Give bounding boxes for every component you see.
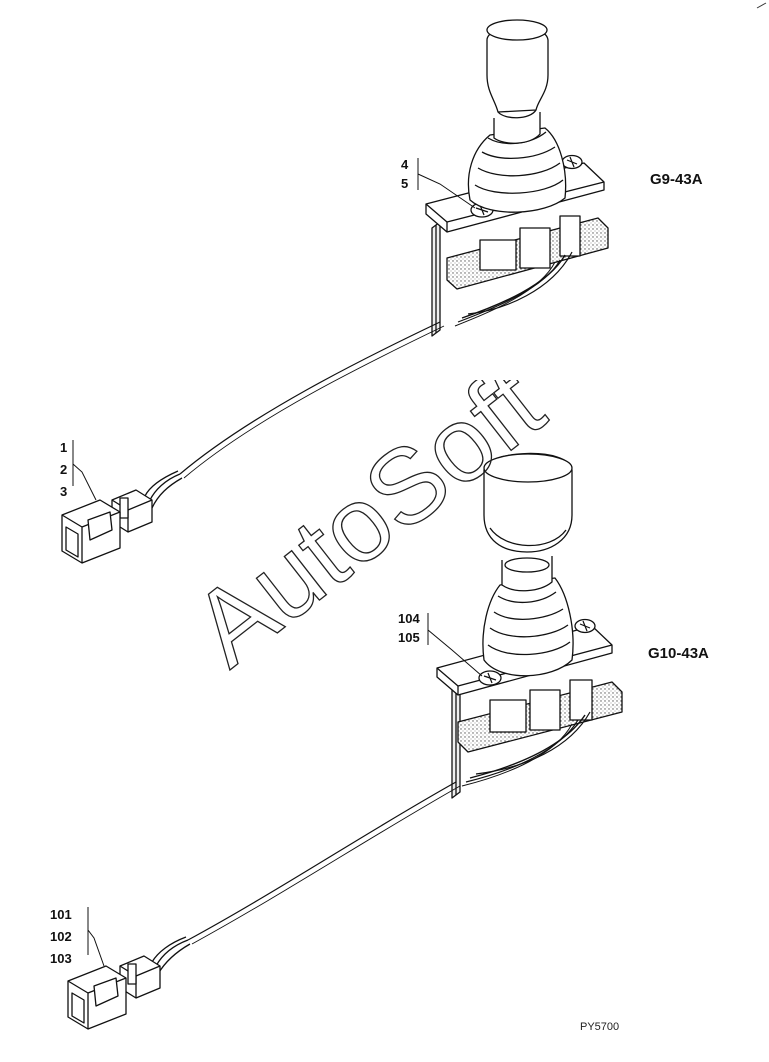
callout-leaders-upper <box>72 158 476 501</box>
callout-label: 1 <box>60 440 68 455</box>
connector-lower <box>67 955 161 1030</box>
assembly-label: G9-43A <box>650 171 703 188</box>
callout-label: 101 <box>50 907 72 922</box>
callout-label: 102 <box>50 929 72 944</box>
corner-mark <box>756 2 767 9</box>
connector-upper <box>61 489 153 564</box>
watermark-text: AutoSoft <box>175 380 564 688</box>
callout-label: 3 <box>60 484 68 499</box>
cable-upper <box>179 321 441 475</box>
cable-lower <box>187 781 457 941</box>
screw-lower-left <box>478 670 502 686</box>
watermark: AutoSoft <box>175 380 565 689</box>
screw-lower-right <box>574 618 596 634</box>
callout-label: 105 <box>398 630 420 645</box>
callout-label: 2 <box>60 462 68 477</box>
joystick-g10-43a <box>67 452 623 1030</box>
figure-code: PY5700 <box>580 1021 620 1033</box>
callout-label: 5 <box>401 176 409 191</box>
callout-label: 103 <box>50 951 72 966</box>
callout-label: 104 <box>398 611 420 626</box>
callout-label: 4 <box>401 157 409 172</box>
joystick-g9-43a <box>61 19 609 564</box>
screw-upper-right <box>561 154 583 170</box>
callout-leaders-lower <box>87 613 483 967</box>
assembly-label: G10-43A <box>648 645 709 662</box>
